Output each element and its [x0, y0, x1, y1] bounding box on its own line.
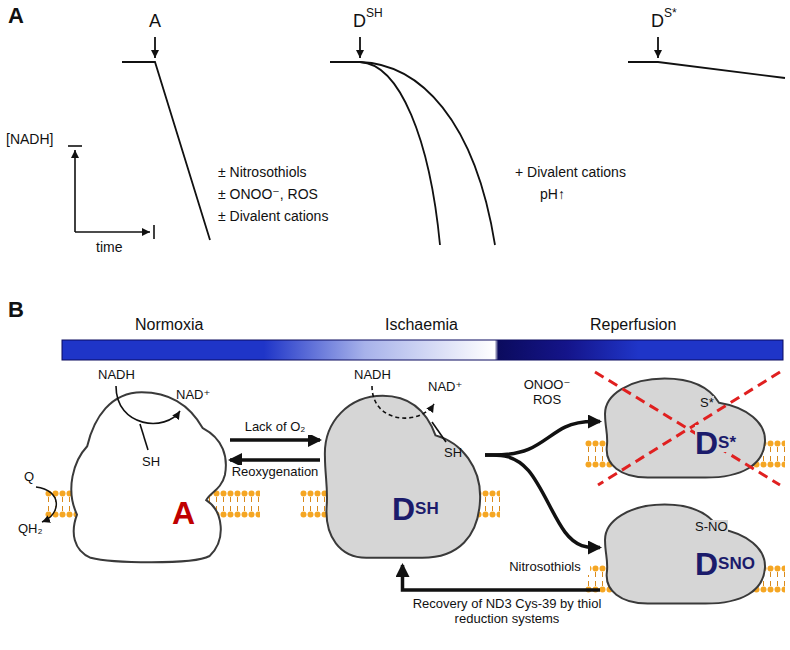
enzyme-label: A — [172, 497, 195, 529]
trace-line — [360, 62, 440, 245]
thiol-label: S* — [700, 396, 714, 410]
thiol-stub — [432, 422, 446, 442]
oxygen-bar — [62, 340, 783, 360]
thiol-label: SH — [444, 446, 462, 460]
axis-line — [74, 150, 76, 232]
trace-label: D — [651, 12, 664, 32]
inactivation-cross — [595, 372, 780, 485]
enzyme-letter: D — [695, 425, 718, 461]
product-label: NAD⁺ — [176, 388, 210, 402]
active-enzyme: A — [60, 385, 230, 565]
substrate-label: Q — [24, 470, 34, 484]
enzyme-label: DS* — [695, 427, 736, 459]
enzyme-outline — [600, 372, 770, 482]
trace-line — [628, 62, 785, 78]
enzyme-letter: D — [392, 491, 415, 527]
transition-label: Nitrosothiols — [500, 560, 590, 575]
enzyme-outline — [60, 385, 230, 565]
condition-note: ± ONOO⁻, ROS — [218, 187, 318, 202]
axis-label: [NADH] — [6, 132, 53, 147]
transition-label: Lack of O₂ — [228, 420, 322, 435]
nadh-traces — [122, 37, 785, 245]
addition-arrow — [657, 37, 659, 58]
nadh-oxidation-arrow — [116, 386, 180, 423]
transition-label: ONOO⁻ ROS — [522, 378, 572, 408]
enzyme-letter: A — [172, 495, 195, 531]
phase-label: Ischaemia — [385, 316, 458, 334]
thiol-stub — [140, 424, 148, 450]
quinone-arrow — [36, 487, 56, 522]
damaged-enzyme: DS* — [600, 372, 770, 482]
transition-arrow — [230, 458, 320, 462]
enzyme-letter: D — [695, 546, 718, 582]
product-label: NAD⁺ — [428, 380, 462, 394]
enzyme-state: SNO — [718, 554, 755, 573]
transition-label: Recovery of ND3 Cys-39 by thiol reductio… — [412, 597, 602, 627]
panel-letter: A — [8, 4, 24, 28]
phase-label: Reperfusion — [590, 316, 676, 334]
product-label: QH₂ — [18, 522, 43, 536]
axis-label: time — [96, 240, 122, 255]
condition-note: + Divalent cations — [515, 165, 626, 180]
condition-note: pH↑ — [540, 187, 565, 202]
thiol-label: S-NO — [695, 520, 728, 534]
enzyme-outline — [320, 385, 485, 565]
trace-label: D — [353, 12, 366, 32]
substrate-label: NADH — [98, 368, 135, 382]
nadh-oxidation-arrow — [372, 386, 434, 418]
axis-cap — [153, 225, 155, 239]
substrate-label: NADH — [354, 368, 391, 382]
nitrosated-enzyme: DSNO — [600, 498, 770, 608]
transition-arrow — [230, 438, 320, 442]
trace-line — [122, 62, 210, 240]
trace-label: S* — [664, 7, 677, 20]
enzyme-label: DSH — [392, 493, 439, 525]
addition-arrow — [154, 37, 156, 58]
trace-line — [330, 62, 495, 245]
enzyme-outline — [600, 498, 770, 608]
addition-arrow — [359, 37, 361, 58]
trace-label: SH — [366, 7, 383, 20]
condition-note: ± Nitrosothiols — [218, 165, 307, 180]
axis-line — [75, 231, 150, 233]
enzyme-state: S* — [718, 433, 736, 452]
condition-note: ± Divalent cations — [218, 209, 328, 224]
enzyme-label: DSNO — [695, 548, 755, 580]
transition-arrow — [485, 422, 600, 456]
panel-letter: B — [8, 298, 24, 322]
enzyme-state: SH — [415, 499, 439, 518]
axis-cap — [68, 145, 82, 147]
deactive-enzyme: DSH — [320, 385, 485, 565]
transition-arrow — [485, 455, 600, 548]
phase-label: Normoxia — [135, 316, 203, 334]
scale-axes — [68, 146, 154, 239]
thiol-label: SH — [142, 455, 160, 469]
transition-label: Reoxygenation — [228, 465, 322, 480]
trace-label: A — [149, 12, 161, 32]
